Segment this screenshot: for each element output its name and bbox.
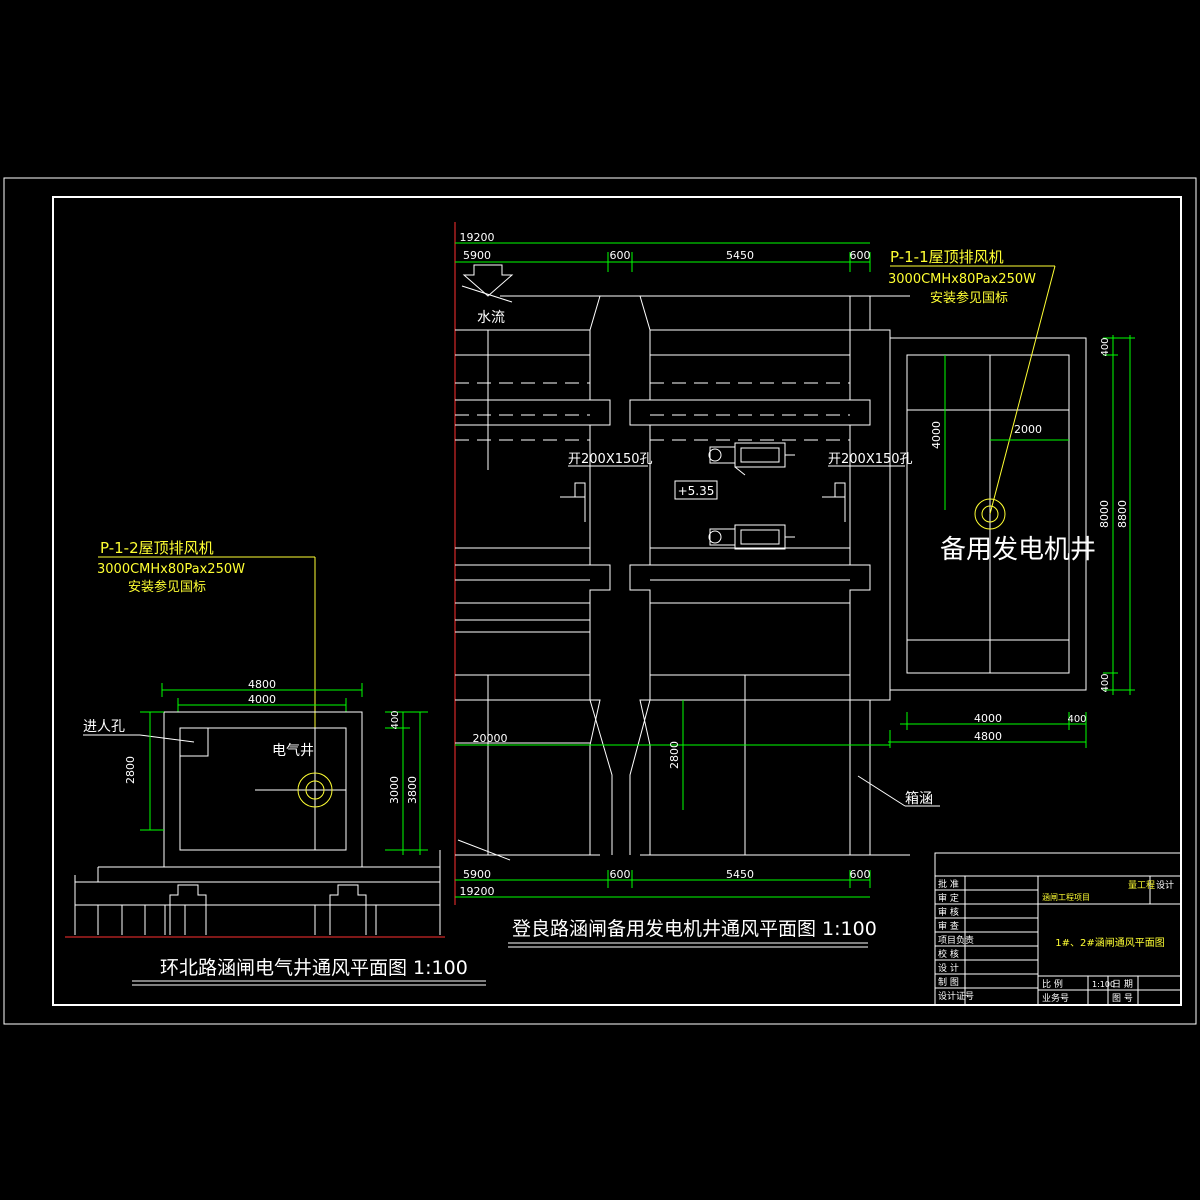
title-block-drawing-name: 1#、2#涵闸通风平面图	[1055, 936, 1164, 949]
dimension-right: 400 8000 8800 400	[1098, 335, 1135, 695]
title-block-job-label: 业务号	[1042, 992, 1069, 1004]
dim-400-top: 400	[1100, 337, 1111, 356]
title-block-date-label: 日 期	[1112, 979, 1133, 990]
fan-label-right: P-1-1屋顶排风机	[890, 248, 1004, 266]
dimension-left-top: 4800 4000	[161, 678, 363, 712]
dim-4000-horizontal: 4000	[974, 712, 1002, 725]
generator-well-inner	[906, 354, 1070, 674]
dim-8800: 8800	[1116, 500, 1129, 528]
elevation-value: +5.35	[678, 484, 715, 498]
row-label-approve: 批 准	[938, 878, 959, 890]
water-flow-label: 水流	[477, 310, 505, 326]
right-wall	[849, 296, 891, 855]
dim-top-2: 600	[610, 249, 631, 262]
opening-left-label: 开200X150孔	[568, 452, 653, 467]
dim-8000: 8000	[1098, 500, 1111, 528]
left-plan: P-1-2屋顶排风机 3000CMHx80Pax250W 安装参见国标 4800…	[65, 539, 486, 986]
dim-4000-vertical: 4000	[930, 421, 943, 449]
dim-3000-left: 3000	[388, 776, 401, 804]
fan-spec-right: 3000CMHx80Pax250W	[888, 272, 1036, 287]
foundation-section	[65, 850, 445, 938]
dim-4000-left: 4000	[248, 693, 276, 706]
manhole-icon	[179, 727, 209, 757]
dim-top-1: 5900	[463, 249, 491, 262]
dimension-bottom: 5900 600 5450 600 19200	[455, 868, 871, 898]
outer-sheet-border	[3, 177, 1197, 1025]
row-label-design: 设 计	[938, 962, 959, 974]
fan-spec-left: 3000CMHx80Pax250W	[97, 562, 245, 577]
dim-2800-right: 2800	[668, 741, 681, 769]
electrical-well-label: 电气井	[272, 743, 314, 759]
right-plan-title: 登良路涵闸备用发电机井通风平面图 1:100	[512, 918, 877, 940]
dim-400-horizontal: 400	[1067, 714, 1086, 725]
generator-well-outer	[889, 337, 1087, 691]
dim-top-4: 600	[850, 249, 871, 262]
inner-drawing-border	[52, 196, 1182, 1006]
channel-lines	[455, 295, 910, 856]
row-label-check: 校 核	[938, 948, 959, 960]
title-block: 批 准 审 定 审 核 审 查 项目负责 校 核 设 计 制 图 设计证号 量工…	[934, 852, 1182, 1006]
dim-2800-left: 2800	[124, 756, 137, 784]
title-block-design: 设计	[1156, 879, 1174, 891]
title-block-scale-value: 1:100	[1092, 980, 1115, 989]
fan-outlet-icon-left	[297, 772, 333, 808]
dim-4800-horizontal: 4800	[974, 730, 1002, 743]
dim-top-total: 19200	[460, 231, 495, 244]
row-label-verify: 审 核	[938, 906, 959, 918]
dim-20000: 20000	[473, 732, 508, 745]
fan-label-left: P-1-2屋顶排风机	[100, 539, 214, 557]
pier-taper-lower	[589, 699, 651, 855]
dim-2000: 2000	[1014, 423, 1042, 436]
dim-bottom-1: 5900	[463, 868, 491, 881]
title-block-rows: 批 准 审 定 审 核 审 查 项目负责 校 核 设 计 制 图 设计证号	[935, 878, 1038, 1002]
row-label-draw: 制 图	[938, 976, 959, 988]
dimension-left-right: 400 3000 3800	[385, 710, 428, 855]
row-label-authorize: 审 定	[938, 892, 959, 904]
fan-outlet-icon-right	[974, 498, 1006, 530]
fan-install-left: 安装参见国标	[128, 579, 206, 595]
generator-well-label: 备用发电机井	[940, 535, 1096, 565]
dim-4800-left: 4800	[248, 678, 276, 691]
dim-400-left: 400	[390, 710, 401, 729]
title-block-project: 涵闸工程项目	[1042, 893, 1090, 902]
water-flow-arrow-icon	[461, 264, 514, 303]
dim-bottom-4: 600	[850, 868, 871, 881]
dimension-top: 19200 5900 600 5450 600	[455, 231, 871, 272]
title-block-sheet-label: 图 号	[1112, 993, 1133, 1004]
generator-icon-bottom	[708, 524, 795, 550]
row-label-cert: 设计证号	[938, 990, 974, 1002]
generator-icon-top	[708, 442, 795, 476]
opening-right-label: 开200X150孔	[828, 452, 913, 467]
dim-bottom-2: 600	[610, 868, 631, 881]
electrical-well-inner	[179, 727, 347, 851]
central-pier	[589, 295, 651, 855]
dim-top-3: 5450	[726, 249, 754, 262]
dim-3800-left: 3800	[406, 776, 419, 804]
dim-bottom-3: 5450	[726, 868, 754, 881]
box-culvert-label: 箱涵	[905, 791, 933, 807]
manhole-label: 进人孔	[83, 719, 125, 735]
opening-left-icon	[574, 482, 586, 498]
dim-bottom-total: 19200	[460, 885, 495, 898]
right-plan: 19200 5900 600 5450 600 水流	[454, 222, 1135, 948]
elevation-tag	[674, 480, 718, 500]
title-block-scale-label: 比 例	[1042, 978, 1063, 990]
dimension-well-bottom: 4000 400 4800	[888, 712, 1087, 748]
title-block-company: 量工程	[1128, 880, 1155, 891]
opening-right-icon	[834, 482, 846, 498]
left-plan-title: 环北路涵闸电气井通风平面图 1:100	[160, 957, 468, 979]
row-label-project-lead: 项目负责	[938, 934, 974, 946]
dim-400-bottom: 400	[1100, 673, 1111, 692]
fan-install-right: 安装参见国标	[930, 290, 1008, 306]
row-label-review: 审 查	[938, 920, 959, 932]
